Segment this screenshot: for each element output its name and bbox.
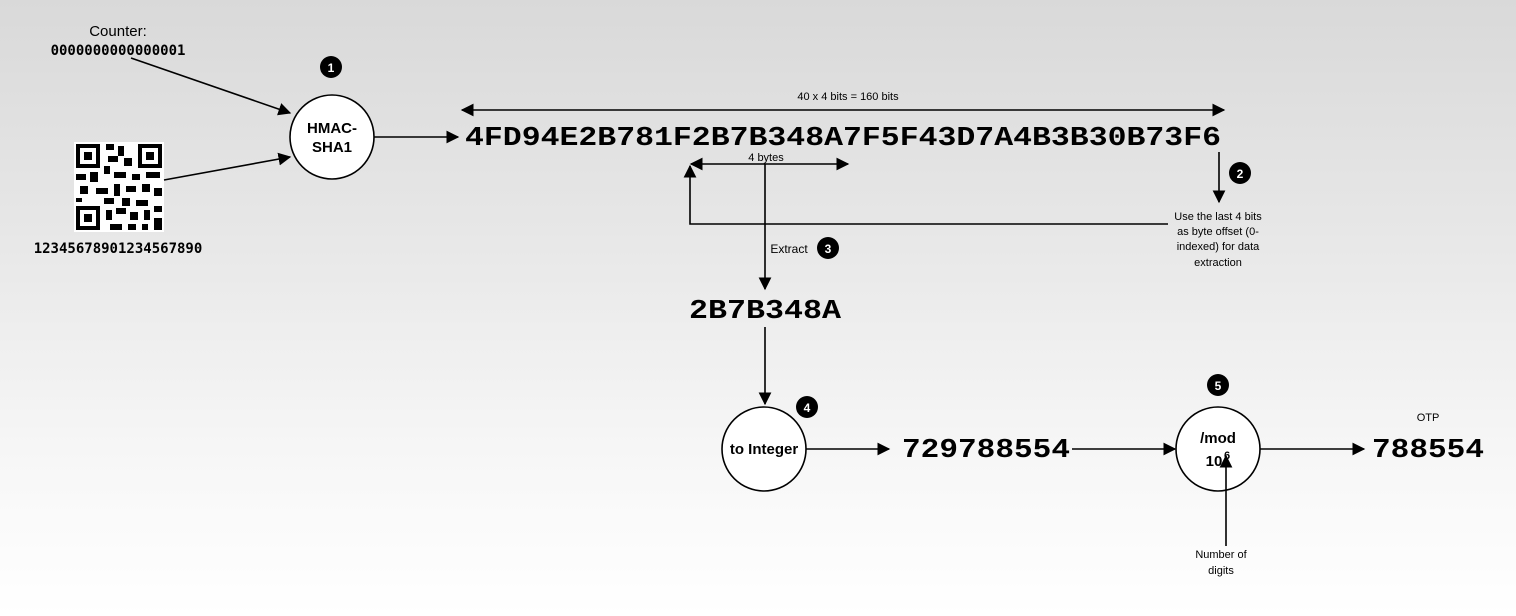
svg-text:5: 5 [1215,379,1222,393]
mod-exponent: 6 [1224,450,1230,462]
hmac-sha1-node: HMAC- SHA1 [289,94,375,180]
counter-to-hmac-arrow [130,57,292,116]
secret-to-hmac-arrow [163,152,292,181]
svg-text:1: 1 [328,61,335,75]
to-integer-node: to Integer [721,406,807,492]
svg-text:3: 3 [825,242,832,256]
step-3-badge: 3 [817,237,839,259]
step-2-badge: 2 [1229,162,1251,184]
qr-code-icon [74,142,164,232]
secret-key-value: 12345678901234567890 [34,241,203,257]
svg-text:indexed) for data: indexed) for data [1177,241,1260,253]
otp-label: OTP [1417,412,1440,424]
digits-annotation: Number of digits [1195,549,1247,577]
mod-node: /mod 10 6 [1175,406,1261,492]
offset-annotation: Use the last 4 bits as byte offset (0- i… [1174,211,1262,269]
hmac-label-line1: HMAC- [307,120,357,137]
otp-value: 788554 [1372,436,1484,466]
svg-text:4: 4 [804,401,811,415]
counter-label: Counter: [89,23,147,40]
to-integer-label: to Integer [730,441,798,458]
extracted-bytes-value: 2B7B348A [689,297,842,327]
mod-base: 10 [1206,453,1223,470]
extract-label: Extract [770,242,808,256]
counter-value: 0000000000000001 [51,43,186,59]
integer-value: 729788554 [902,436,1070,466]
svg-text:Use the last 4 bits: Use the last 4 bits [1174,211,1262,223]
step-5-badge: 5 [1207,374,1229,396]
step-1-badge: 1 [320,56,342,78]
svg-text:extraction: extraction [1194,257,1242,269]
svg-text:Number of: Number of [1195,549,1247,561]
step-4-badge: 4 [796,396,818,418]
hash-length-label: 40 x 4 bits = 160 bits [797,91,899,103]
svg-text:2: 2 [1237,167,1244,181]
hmac-hash-value: 4FD94E2B781F2B7B348A7F5F43D7A4B3B30B73F6 [465,124,1221,154]
svg-text:as byte offset (0-: as byte offset (0- [1177,226,1259,238]
mod-label: /mod [1200,430,1236,447]
offset-return-arrow [683,164,1168,225]
four-bytes-label: 4 bytes [748,152,784,164]
hmac-label-line2: SHA1 [312,139,352,156]
svg-text:digits: digits [1208,565,1234,577]
